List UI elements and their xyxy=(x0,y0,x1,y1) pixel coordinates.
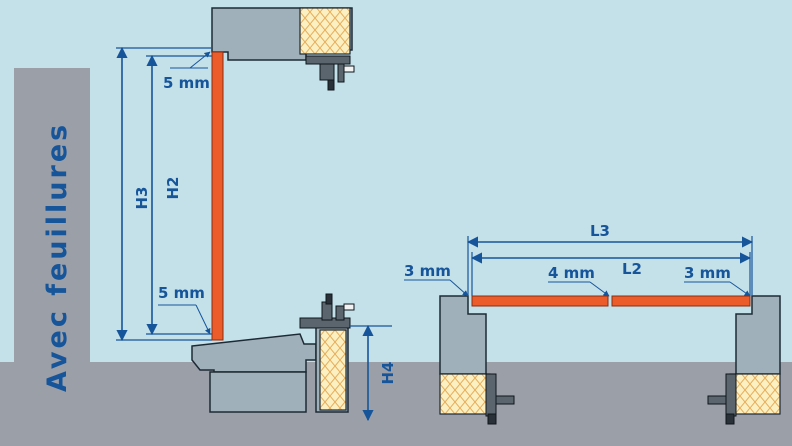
panel-right xyxy=(611,295,751,307)
left-jamb-insulation xyxy=(439,373,491,415)
dim-h4-label: H4 xyxy=(379,362,397,385)
panel-left xyxy=(471,295,609,307)
left-jamb xyxy=(439,295,487,375)
gap-top-label: 5 mm xyxy=(163,74,210,92)
panel-vertical xyxy=(211,51,224,341)
side-band xyxy=(14,68,90,446)
right-jamb xyxy=(735,295,781,375)
top-window-frame xyxy=(305,55,355,91)
dim-h3-label: H3 xyxy=(133,187,151,210)
right-jamb-frame xyxy=(707,373,737,425)
sill-wall xyxy=(209,371,307,413)
right-jamb-insulation xyxy=(729,373,781,415)
dim-l3-label: L3 xyxy=(590,222,610,240)
dim-l2-label: L2 xyxy=(622,260,642,278)
gap-middle-label: 4 mm xyxy=(548,264,595,282)
left-section-view: H3 H2 5 mm 5 mm H4 xyxy=(116,7,397,422)
top-insulation xyxy=(299,7,351,55)
bottom-insulation xyxy=(319,329,347,411)
left-jamb-frame xyxy=(485,373,515,425)
side-title: Avec feuillures xyxy=(42,122,73,392)
gap-bottom-label: 5 mm xyxy=(158,284,205,302)
window-sill xyxy=(191,333,317,373)
gap-left-label: 3 mm xyxy=(404,262,451,280)
dim-h2-label: H2 xyxy=(164,177,182,200)
floor-band xyxy=(0,362,792,446)
bottom-window-frame xyxy=(299,293,355,329)
gap-right-label: 3 mm xyxy=(684,264,731,282)
right-section-view: L3 L2 3 mm 4 mm 3 mm xyxy=(404,222,781,425)
